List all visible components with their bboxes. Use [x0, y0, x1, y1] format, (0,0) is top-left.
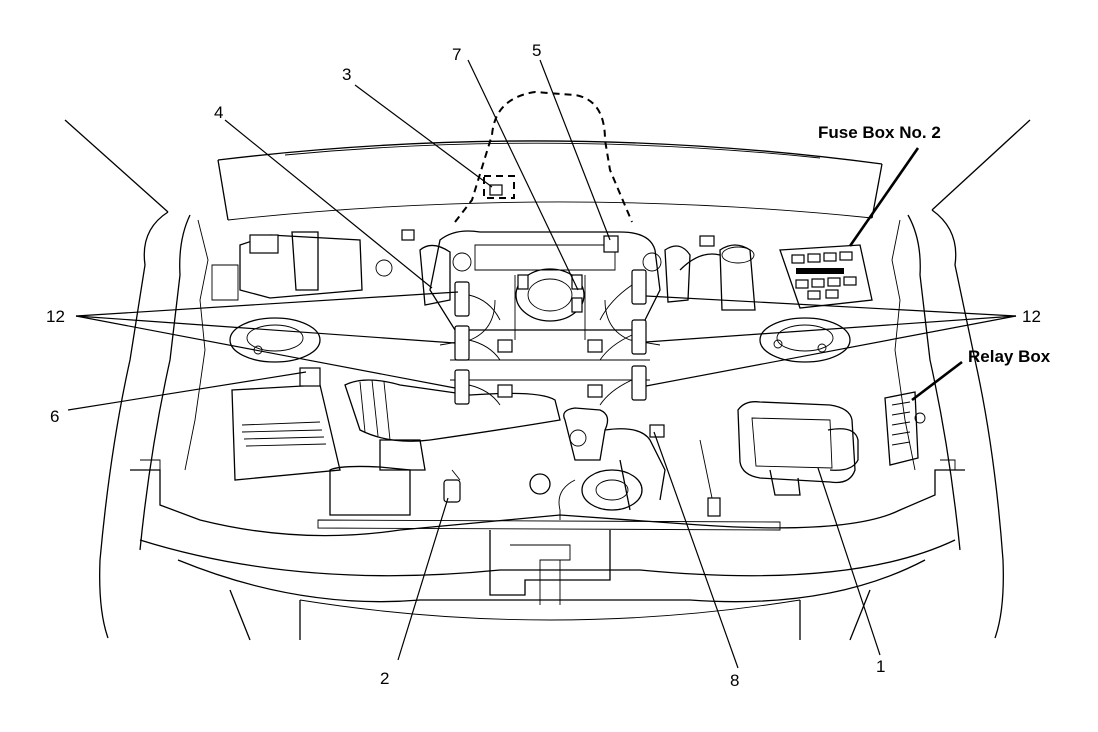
leader-lines [67, 59, 1017, 669]
callout-7: 7 [452, 45, 461, 64]
leader-3 [354, 84, 493, 188]
leader-12b [75, 315, 456, 344]
leader-8 [653, 431, 739, 669]
leader-7 [467, 59, 579, 291]
leader-12c [75, 315, 456, 389]
leader-1 [817, 467, 881, 656]
leader-2 [397, 497, 449, 661]
callout-12-right: 12 [1022, 307, 1041, 326]
callout-4: 4 [214, 103, 223, 122]
leader-12f [645, 315, 1017, 387]
callout-6: 6 [50, 407, 59, 426]
leader-12e [645, 315, 1017, 343]
callout-3: 3 [342, 65, 351, 84]
fuse-box-label: Fuse Box No. 2 [818, 123, 941, 142]
leader-12d [645, 295, 1017, 317]
callout-1: 1 [876, 657, 885, 676]
leader-4 [224, 119, 433, 289]
leader-12a [75, 291, 459, 317]
ignition-coils-left [454, 281, 501, 406]
leader-5 [539, 59, 611, 241]
relay-box-label: Relay Box [968, 347, 1051, 366]
relay-box [884, 391, 926, 466]
leader-fuse-box [848, 147, 920, 247]
fuse-box-no-2 [779, 244, 873, 309]
leader-6 [67, 371, 307, 411]
ignition-coils-right [599, 269, 647, 406]
engine-illustration [64, 90, 1031, 641]
callout-8: 8 [730, 671, 739, 690]
callout-12-left: 12 [46, 307, 65, 326]
callout-2: 2 [380, 669, 389, 688]
callout-5: 5 [532, 41, 541, 60]
leader-relay-box [911, 360, 963, 402]
callout-labels: 4 3 7 5 12 12 6 2 8 1 Fuse Box No. 2 Rel… [46, 41, 1051, 690]
